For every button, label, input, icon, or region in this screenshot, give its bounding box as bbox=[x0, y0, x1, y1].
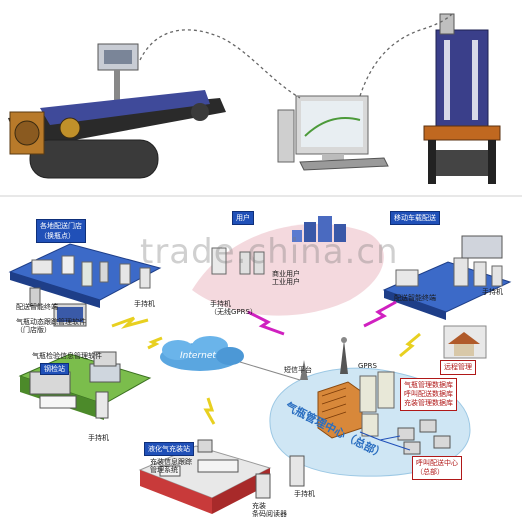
gprs-label: GPRS bbox=[358, 362, 377, 370]
antenna-icon bbox=[300, 337, 348, 380]
user-types-label: 商业用户 工业用户 bbox=[272, 270, 300, 286]
filling-station-tag: 液化气充装站 bbox=[144, 442, 194, 456]
conveyor-machine-icon bbox=[8, 43, 226, 179]
database-list-label: 气瓶管理数据库 呼叫配送数据库 充装管理数据库 bbox=[400, 378, 457, 411]
filling-handheld-label: 手持机 bbox=[294, 490, 315, 498]
computer-icon bbox=[277, 95, 389, 171]
server-icon bbox=[359, 371, 395, 437]
sms-platform-label: 短信平台 bbox=[284, 366, 312, 374]
house-icon bbox=[443, 325, 487, 359]
watermark: trade.china.cn bbox=[140, 232, 399, 272]
mobile-terminal-label: 配送智能终端 bbox=[394, 294, 436, 302]
building-icon bbox=[292, 216, 346, 242]
internet-label: Internet bbox=[180, 351, 216, 361]
filling-software-label: 充装信息跟踪 管理系统 bbox=[150, 458, 192, 474]
store-group-tag: 各地配送门店 （换瓶点） bbox=[36, 219, 86, 243]
remote-management-label: 远程管理 bbox=[440, 360, 476, 375]
mobile-handheld-label: 手持机 bbox=[482, 288, 503, 296]
call-center-label: 呼叫配送中心 （总部） bbox=[412, 456, 462, 480]
plant-software-label: 气瓶检验信息管理软件 bbox=[32, 352, 102, 360]
lightning-icon bbox=[111, 300, 421, 425]
user-group-tag: 用户 bbox=[232, 211, 254, 225]
mobile-group-tag: 移动车载配送 bbox=[390, 211, 440, 225]
store-handheld-label: 手持机 bbox=[134, 300, 155, 308]
scale-machine-icon bbox=[423, 13, 501, 184]
plant-handheld-label: 手持机 bbox=[88, 434, 109, 442]
plant-tag: 钢检站 bbox=[40, 363, 69, 375]
store-terminal-label: 配送智能终端 bbox=[16, 303, 58, 311]
user-handheld-label: 手持机 （无线GPRS） bbox=[210, 300, 257, 316]
cloud-icon bbox=[160, 336, 244, 371]
filling-reader-label: 充装 条码阅读器 bbox=[252, 502, 287, 518]
store-software-label: 气瓶动态跟踪管理软件 （门店版） bbox=[16, 318, 86, 334]
